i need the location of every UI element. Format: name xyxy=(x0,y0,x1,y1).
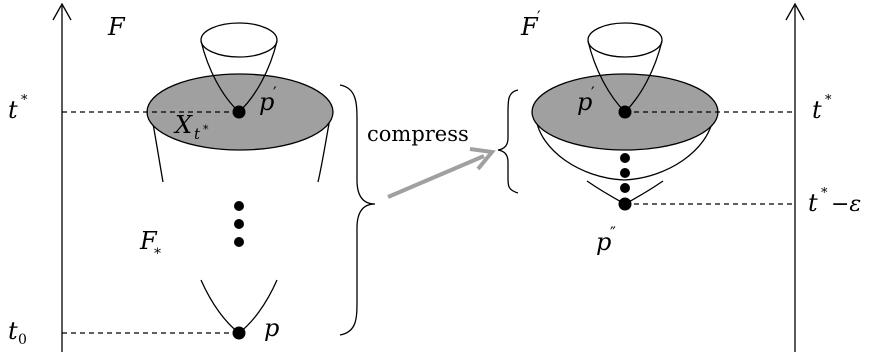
right-ellipsis-dot-1 xyxy=(620,153,630,163)
compress-label: compress xyxy=(367,122,469,146)
right-t-star-minus-epsilon-label: t * −ε xyxy=(808,186,861,217)
svg-text:p: p xyxy=(577,88,592,116)
left-point-p xyxy=(232,326,246,340)
svg-text:′: ′ xyxy=(591,83,595,102)
left-t-zero-label: t 0 xyxy=(8,317,27,348)
compress-arrow-shaft xyxy=(387,154,485,199)
left-t-star-label: t * xyxy=(8,93,28,124)
svg-text:′: ′ xyxy=(273,83,277,102)
svg-text:t: t xyxy=(812,96,822,124)
svg-text:″: ″ xyxy=(610,223,616,242)
right-p-double-prime-label: p ″ xyxy=(596,223,616,256)
left-x-t-star-label: X t * xyxy=(173,111,209,143)
right-curly-brace xyxy=(497,89,519,194)
left-ellipsis-dot-3 xyxy=(234,237,244,247)
left-ellipsis-dot-2 xyxy=(234,219,244,229)
left-p-prime-label: p ′ xyxy=(259,83,277,116)
svg-text:p: p xyxy=(259,88,274,116)
right-point-p-double-prime xyxy=(618,197,632,211)
svg-text:p: p xyxy=(596,228,611,256)
svg-text:t: t xyxy=(8,96,18,124)
svg-text:X: X xyxy=(173,111,193,139)
left-p-label: p xyxy=(264,314,279,342)
svg-text:t: t xyxy=(194,125,201,143)
compress-arrow-head xyxy=(469,147,496,171)
left-point-p-prime xyxy=(232,105,246,119)
right-disk-skirt xyxy=(535,117,714,181)
left-ellipsis-dot-1 xyxy=(234,201,244,211)
right-p-prime-label: p ′ xyxy=(577,83,595,116)
left-curly-brace xyxy=(339,84,376,336)
svg-text:F: F xyxy=(520,13,539,41)
right-point-p-prime xyxy=(618,105,632,119)
svg-text:*: * xyxy=(825,93,832,108)
right-ellipsis-dot-3 xyxy=(620,183,630,193)
svg-text:t: t xyxy=(8,317,18,345)
left-f-star-label: F * xyxy=(139,227,161,262)
right-t-star-label: t * xyxy=(812,93,832,124)
svg-text:*: * xyxy=(821,186,828,201)
right-axis-arrowhead xyxy=(785,2,805,21)
right-title: F ′ xyxy=(520,7,541,41)
right-upper-cone-top xyxy=(587,22,663,58)
svg-text:*: * xyxy=(154,246,161,262)
left-upper-cone-top xyxy=(200,22,278,58)
left-axis-arrowhead xyxy=(52,2,72,21)
svg-text:0: 0 xyxy=(18,332,27,348)
svg-text:′: ′ xyxy=(537,7,541,26)
svg-text:*: * xyxy=(203,123,209,136)
left-title: F xyxy=(107,13,126,41)
svg-text:t: t xyxy=(808,189,818,217)
right-ellipsis-dot-2 xyxy=(620,168,630,178)
svg-text:*: * xyxy=(21,93,28,108)
svg-text:F: F xyxy=(139,227,158,255)
svg-text:−ε: −ε xyxy=(831,192,861,217)
